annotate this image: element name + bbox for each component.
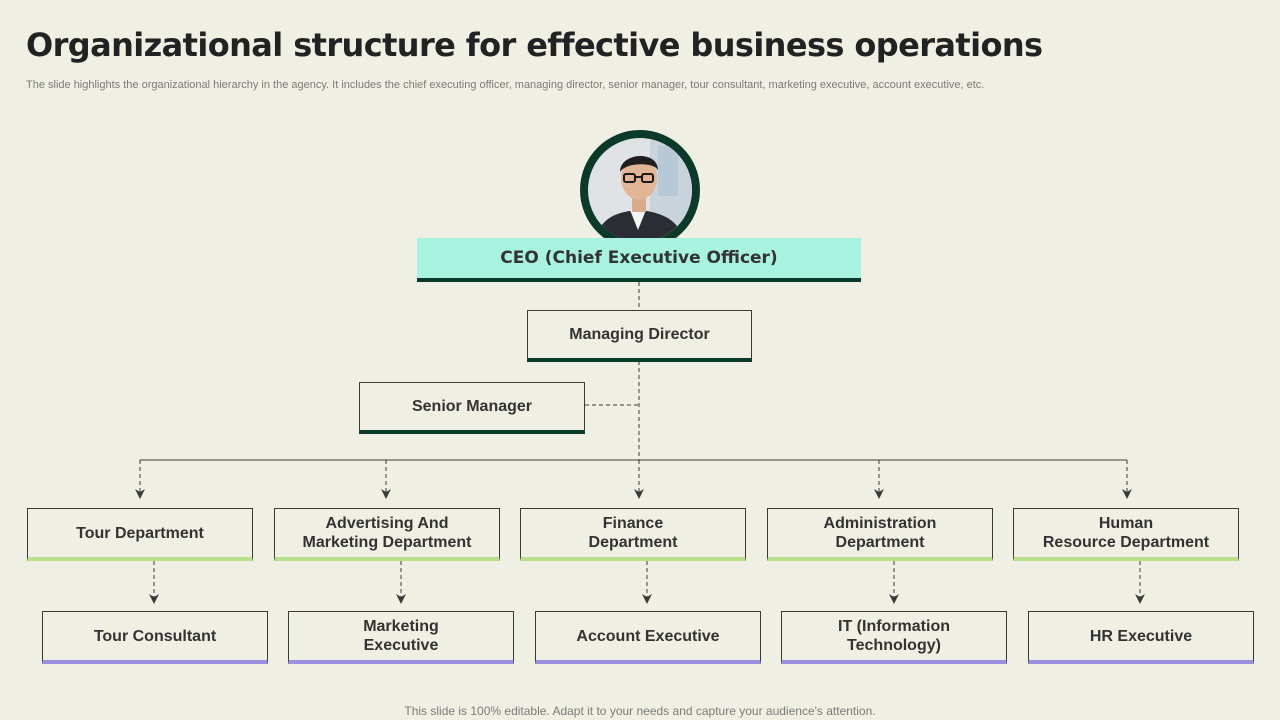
slide-title: Organizational structure for effective b…: [26, 26, 1043, 64]
role-box-tour-consultant: Tour Consultant: [42, 611, 268, 664]
slide-subtitle: The slide highlights the organizational …: [26, 79, 985, 91]
role-box-account-executive: Account Executive: [535, 611, 761, 664]
department-box-advertising-marketing: Advertising And Marketing Department: [274, 508, 500, 561]
role-box-hr-executive: HR Executive: [1028, 611, 1254, 664]
person-portrait-icon: [588, 138, 692, 242]
footer-note: This slide is 100% editable. Adapt it to…: [404, 704, 876, 718]
ceo-avatar: [580, 130, 700, 250]
managing-director-box: Managing Director: [527, 310, 752, 362]
department-box-human-resource: Human Resource Department: [1013, 508, 1239, 561]
senior-manager-box: Senior Manager: [359, 382, 585, 434]
department-box-administration: Administration Department: [767, 508, 993, 561]
department-box-finance: Finance Department: [520, 508, 746, 561]
department-box-tour: Tour Department: [27, 508, 253, 561]
role-box-marketing-executive: Marketing Executive: [288, 611, 514, 664]
role-box-it: IT (Information Technology): [781, 611, 1007, 664]
ceo-box: CEO (Chief Executive Officer): [417, 238, 861, 282]
